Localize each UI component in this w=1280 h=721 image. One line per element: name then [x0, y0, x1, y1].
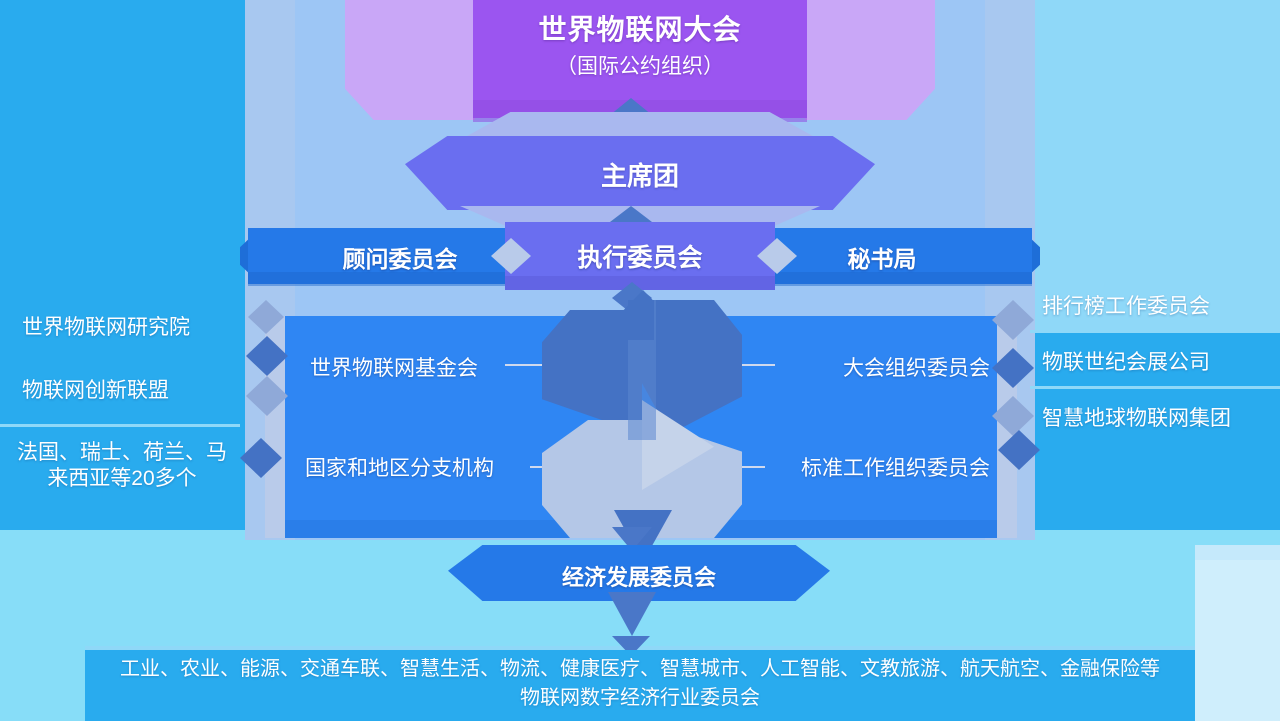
- footer-line-1: 工业、农业、能源、交通车联、智慧生活、物流、健康医疗、智慧城市、人工智能、文教旅…: [120, 658, 1160, 680]
- header-wing-left: [345, 0, 475, 120]
- body-item-standards-committee[interactable]: 标准工作组织委员会: [801, 457, 990, 480]
- presidium-top-face: [460, 112, 820, 140]
- star-facet-center-top: [628, 300, 654, 340]
- footer-text[interactable]: 工业、农业、能源、交通车联、智慧生活、物流、健康医疗、智慧城市、人工智能、文教旅…: [85, 655, 1195, 713]
- left-label-research-institute[interactable]: 世界物联网研究院: [22, 316, 190, 339]
- left-separator-line: [0, 424, 240, 427]
- economic-committee-block[interactable]: [448, 545, 830, 601]
- org-subtitle: （国际公约组织）: [556, 55, 724, 78]
- executive-committee-label[interactable]: 执行委员会: [577, 244, 703, 272]
- right-label-smart-earth-group[interactable]: 智慧地球物联网集团: [1042, 407, 1231, 430]
- org-title: 世界物联网大会: [538, 14, 742, 45]
- header-block: [473, 0, 807, 118]
- right-separator-line-1: [1030, 330, 1280, 333]
- connector-line-foundation: [505, 364, 575, 366]
- central-star-decoration: [528, 290, 756, 562]
- footer-separator-line: [85, 646, 1195, 650]
- footer-line-2: 物联网数字经济行业委员会: [520, 687, 760, 709]
- advisory-committee-label[interactable]: 顾问委员会: [342, 246, 458, 272]
- executive-committee-shadow: [505, 276, 775, 290]
- body-item-branches[interactable]: 国家和地区分支机构: [305, 457, 494, 480]
- body-item-foundation[interactable]: 世界物联网基金会: [310, 357, 478, 380]
- secretariat-label[interactable]: 秘书局: [847, 246, 917, 272]
- right-label-ranking-committee[interactable]: 排行榜工作委员会: [1042, 295, 1210, 318]
- right-label-expo-company[interactable]: 物联世纪会展公司: [1042, 351, 1210, 374]
- presidium-label: 主席团: [600, 161, 679, 191]
- economic-committee-label: 经济发展委员会: [561, 565, 716, 590]
- footer-band: [85, 650, 1195, 721]
- left-label-innovation-alliance[interactable]: 物联网创新联盟: [22, 379, 169, 402]
- right-separator-line-2: [1030, 386, 1280, 389]
- presidium-block[interactable]: [405, 136, 875, 210]
- body-item-organizing-committee[interactable]: 大会组织委员会: [843, 357, 990, 380]
- background-sky-right: [1020, 0, 1280, 330]
- left-label-countries[interactable]: 法国、瑞士、荷兰、马来西亚等20多个: [17, 441, 227, 490]
- header-wing-right: [805, 0, 935, 120]
- background-lower-right-b: [1195, 560, 1280, 721]
